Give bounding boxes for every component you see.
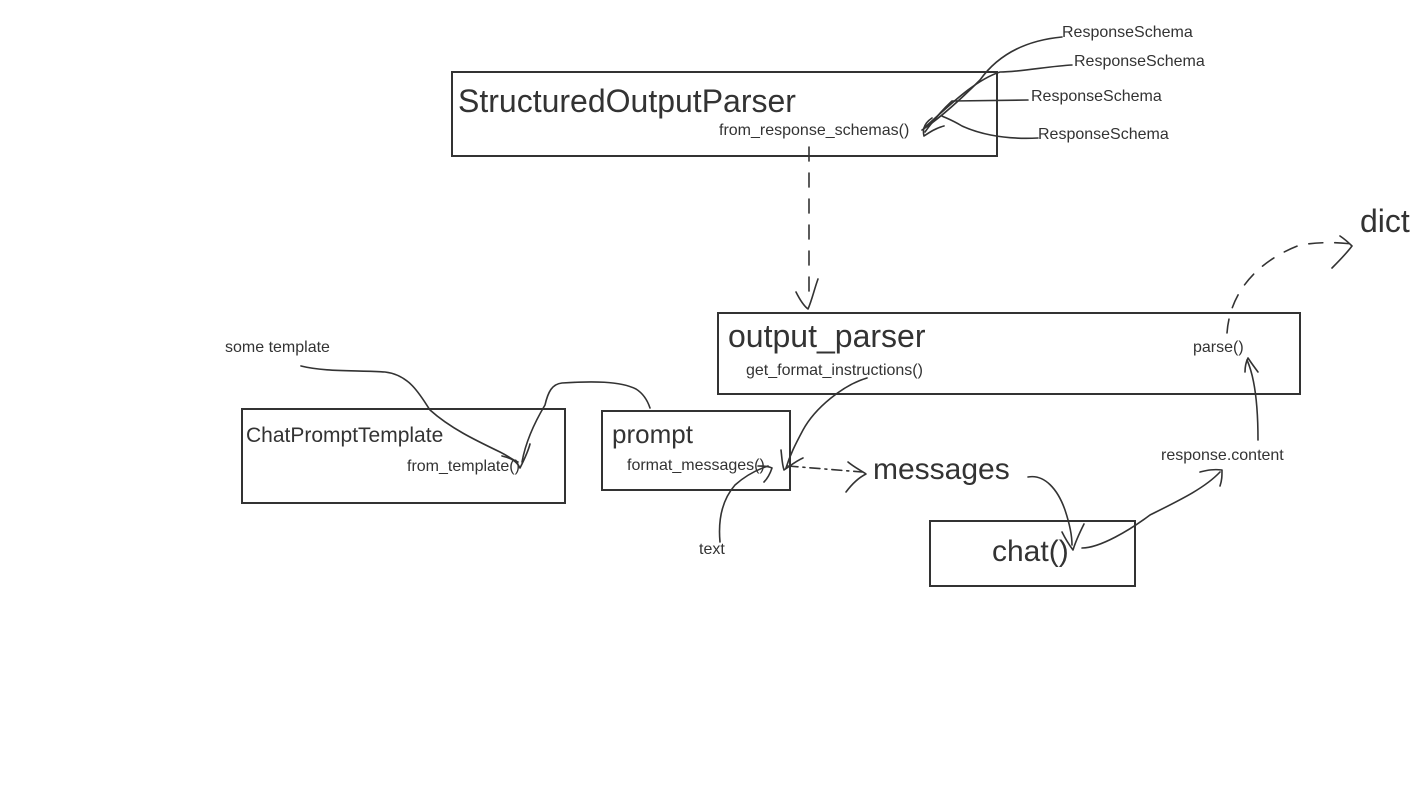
prompt-title: prompt [612,419,693,449]
response-schema-label-4: ResponseSchema [1038,126,1169,143]
arrowhead-from-response-schemas [922,117,945,137]
arrowhead-messages [845,461,867,493]
arrowhead-output-parser [795,278,819,310]
response-schema-label-1: ResponseSchema [1062,24,1193,41]
arrowhead-text [757,465,773,483]
response-schema-label-2: ResponseSchema [1074,53,1205,70]
connector-to-messages [787,465,863,473]
get-format-instructions-method: get_format_instructions() [746,362,923,379]
from-response-schemas-method: from_response_schemas() [719,122,910,139]
structured-output-parser-title: StructuredOutputParser [458,83,796,119]
arrowhead-parse [1244,357,1259,373]
format-messages-method: format_messages() [627,457,765,474]
arrowhead-response-content [1199,468,1223,487]
output-parser-box [717,312,1301,395]
arrowhead-from-template-in [501,443,531,469]
messages-label: messages [873,453,1010,486]
parse-method: parse() [1193,339,1244,356]
structured-output-parser-box [451,71,998,157]
chat-prompt-template-box [241,408,566,504]
arrowhead-dict [1331,235,1353,269]
connector-template-to-prompt [521,381,651,463]
from-template-method: from_template() [407,458,520,475]
connector-response-schema-1 [921,36,1063,131]
response-content-label: response.content [1161,447,1284,464]
connector-messages-to-chat [1027,475,1073,546]
connector-response-schema-2 [923,64,1073,129]
prompt-box [601,410,791,491]
connector-parse-to-dict [1226,241,1353,334]
chat-prompt-template-title: ChatPromptTemplate [246,424,444,447]
arrowhead-chat [1061,523,1085,551]
connector-response-to-parse [1246,359,1259,441]
dict-label: dict [1360,203,1410,239]
connector-response-schema-3 [924,99,1029,133]
output-parser-title: output_parser [728,318,926,354]
chat-box [929,520,1136,587]
connector-text [718,465,769,543]
text-label: text [699,541,725,558]
chat-title: chat() [992,535,1069,568]
arrowhead-format-messages [780,449,804,471]
response-schema-label-3: ResponseSchema [1031,88,1162,105]
some-template-label: some template [225,339,330,356]
connector-chat-to-response [1081,471,1221,549]
connector-response-schema-4 [941,115,1039,140]
